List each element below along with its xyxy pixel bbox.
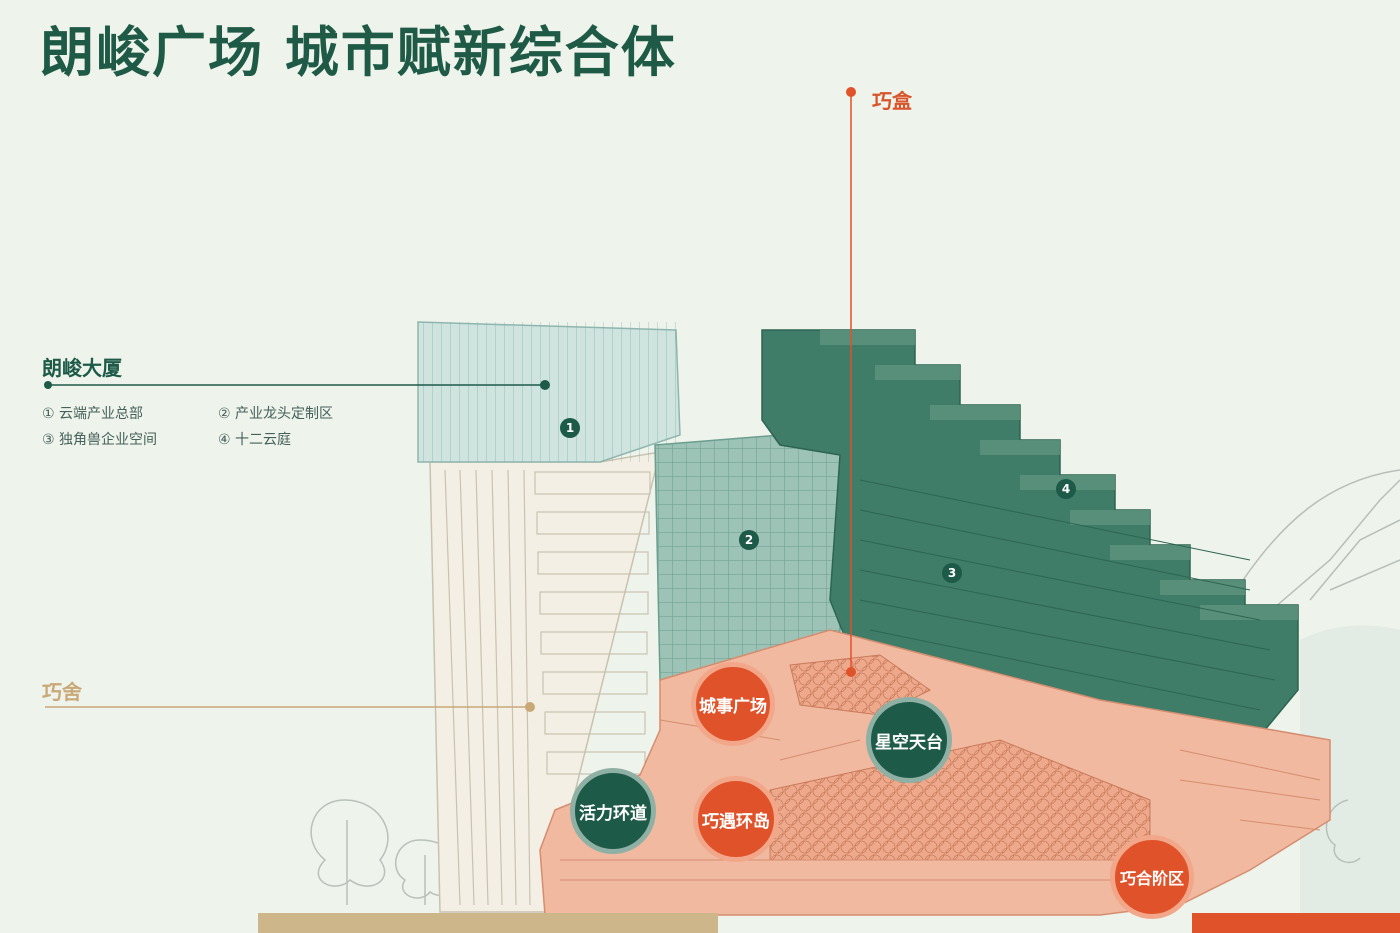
qiaohe-label: 巧盒 bbox=[872, 89, 912, 113]
bottom-bar-orange bbox=[1192, 913, 1400, 933]
tower-item: ① 云端产业总部 bbox=[42, 406, 144, 422]
qiaoshe-label: 巧舍 bbox=[42, 680, 82, 704]
tower-stripes bbox=[444, 469, 531, 906]
marker-1: 1 bbox=[560, 418, 580, 438]
tower-item: ④ 十二云庭 bbox=[218, 432, 292, 448]
zone-huoli-loop: 活力环道 bbox=[570, 768, 656, 854]
bottom-bar-tan bbox=[258, 913, 718, 933]
hill-shape bbox=[1300, 625, 1400, 933]
zone-chengshi-plaza: 城事广场 bbox=[691, 662, 775, 746]
marker-3: 3 bbox=[942, 563, 962, 583]
stepped-lines bbox=[859, 479, 1276, 711]
zone-xingkong-terrace: 星空天台 bbox=[866, 697, 952, 783]
tower-item: ② 产业龙头定制区 bbox=[218, 406, 334, 422]
zone-qiaoyu-island: 巧遇环岛 bbox=[693, 776, 779, 862]
tower-floor-slabs bbox=[534, 471, 651, 775]
tower-item: ③ 独角兽企业空间 bbox=[42, 432, 158, 448]
hills-lineart bbox=[1229, 469, 1400, 621]
marker-2: 2 bbox=[739, 530, 759, 550]
step-tops bbox=[820, 330, 1298, 620]
page-title: 朗峻广场 城市赋新综合体 bbox=[40, 21, 677, 84]
trees-lineart bbox=[310, 799, 1361, 905]
zone-qiaohe-steps: 巧合阶区 bbox=[1110, 835, 1194, 919]
marker-4: 4 bbox=[1056, 479, 1076, 499]
langjun-tower-label: 朗峻大厦 bbox=[42, 356, 122, 380]
